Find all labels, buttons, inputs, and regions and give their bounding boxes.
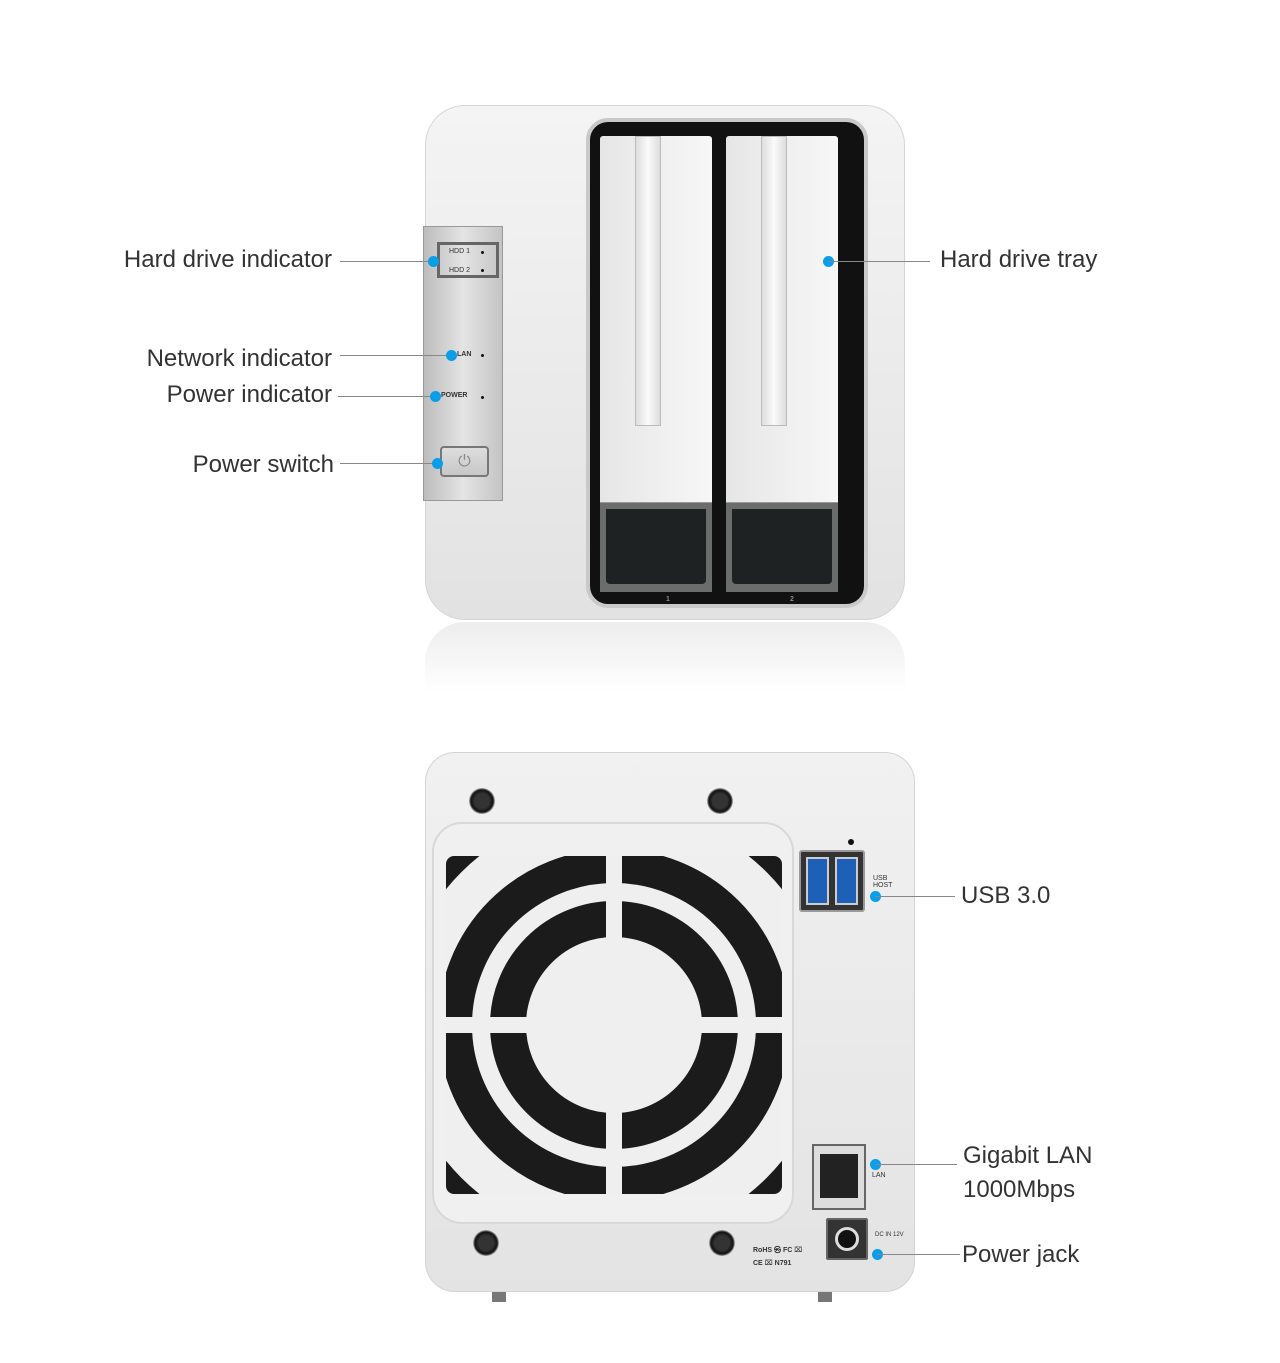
usb-3-ports[interactable]	[799, 850, 865, 912]
usb-marker	[848, 839, 854, 845]
foot	[492, 1292, 506, 1302]
callout-dot	[446, 350, 457, 361]
callout-power-jack: Power jack	[962, 1241, 1080, 1268]
callout-power-switch: Power switch	[192, 451, 334, 478]
callout-line	[877, 1254, 960, 1255]
hard-drive-tray-1	[600, 136, 712, 592]
screw	[473, 1230, 499, 1256]
foot	[818, 1292, 832, 1302]
callout-network-indicator: Network indicator	[146, 345, 332, 372]
callout-power-indicator: Power indicator	[166, 381, 332, 408]
callout-hard-drive-indicator: Hard drive indicator	[123, 246, 332, 273]
callout-dot	[430, 391, 441, 402]
nas-front-reflection	[425, 622, 905, 692]
lan-led	[481, 354, 484, 357]
screw	[707, 788, 733, 814]
hdd1-led	[481, 251, 484, 254]
bay-number-1: 1	[666, 596, 670, 603]
power-led	[481, 396, 484, 399]
cooling-fan	[446, 856, 782, 1194]
bay-number-2: 2	[790, 596, 794, 603]
hdd1-label: HDD 1	[449, 248, 471, 255]
callout-usb: USB 3.0	[961, 882, 1051, 909]
callout-gigabit-lan: Gigabit LAN	[963, 1142, 1093, 1169]
callout-line	[828, 261, 930, 262]
callout-hard-drive-tray: Hard drive tray	[940, 246, 1098, 273]
certification-marks-2: CE ⌧ N791	[753, 1260, 792, 1267]
callout-line	[338, 396, 435, 397]
power-jack[interactable]	[826, 1218, 868, 1260]
screw	[709, 1230, 735, 1256]
callout-line	[340, 261, 433, 262]
power-switch-button[interactable]: ⏻	[440, 446, 489, 477]
fan-grill	[446, 856, 782, 1194]
dc-in-label: DC IN 12V	[875, 1232, 904, 1238]
screw	[469, 788, 495, 814]
hdd2-label: HDD 2	[449, 267, 471, 274]
callout-lan-speed: 1000Mbps	[963, 1176, 1076, 1203]
certification-marks-1: RoHS ㉿ FC ⌧	[753, 1247, 803, 1254]
callout-dot	[428, 256, 439, 267]
callout-line	[875, 896, 955, 897]
usb-host-label: USB	[873, 875, 888, 882]
callout-line	[340, 355, 451, 356]
power-icon: ⏻	[458, 453, 471, 470]
hard-drive-tray-2	[726, 136, 838, 592]
drive-bay	[586, 118, 868, 608]
lan-led-label: LAN	[457, 351, 472, 358]
callout-line	[875, 1164, 957, 1165]
usb-host-label-2: HOST	[873, 882, 893, 889]
callout-line	[340, 463, 437, 464]
callout-dot	[432, 458, 443, 469]
lan-port-label: LAN	[872, 1172, 886, 1179]
lan-port[interactable]	[812, 1144, 866, 1210]
power-led-label: POWER	[441, 392, 468, 399]
hdd2-led	[481, 269, 484, 272]
